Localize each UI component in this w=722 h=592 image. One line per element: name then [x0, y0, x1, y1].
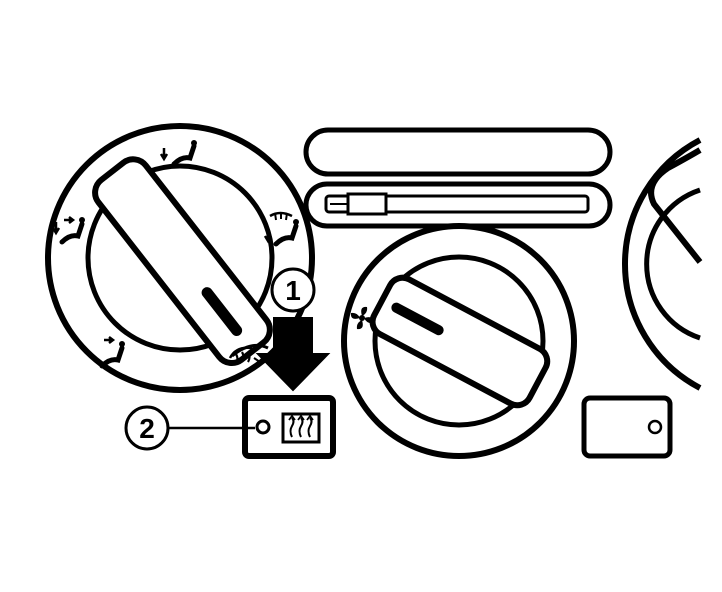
vent-foot-defrost-icon [159, 140, 197, 167]
right-dial-outer-ring [622, 137, 702, 391]
rear-window-defrost-icon [281, 412, 321, 444]
right-dial-knob[interactable] [648, 147, 703, 264]
fan-dial[interactable] [341, 223, 577, 459]
rear-defrost-button[interactable] [242, 395, 336, 459]
blank-button[interactable] [581, 395, 673, 459]
blank-button-indicator-light [647, 419, 663, 435]
mode-dial-knob[interactable] [89, 153, 277, 370]
display-window [303, 127, 613, 177]
fan-icon [350, 306, 374, 330]
vent-face-icon [99, 336, 125, 369]
fan-dial-knob[interactable] [368, 273, 553, 410]
mode-dial-pointer [201, 287, 243, 336]
right-dial-inner-ring [644, 187, 701, 341]
rear-defrost-indicator-light [255, 419, 271, 435]
callout-1-label: 1 [285, 275, 301, 306]
temperature-slider[interactable] [303, 181, 613, 229]
callout-2: 2 [124, 405, 255, 451]
callout-1: 1 [270, 267, 316, 313]
mode-dial[interactable] [45, 123, 315, 393]
press-arrow [255, 317, 331, 392]
fan-dial-pointer [391, 302, 444, 336]
right-dial[interactable] [622, 137, 703, 391]
windshield-defrost-icon [228, 346, 262, 367]
slider-track [324, 194, 590, 214]
slider-thumb[interactable] [346, 192, 388, 216]
callout-2-label: 2 [139, 413, 155, 444]
vent-bilevel-icon [51, 216, 85, 245]
vent-foot-windshield-icon [263, 211, 299, 247]
